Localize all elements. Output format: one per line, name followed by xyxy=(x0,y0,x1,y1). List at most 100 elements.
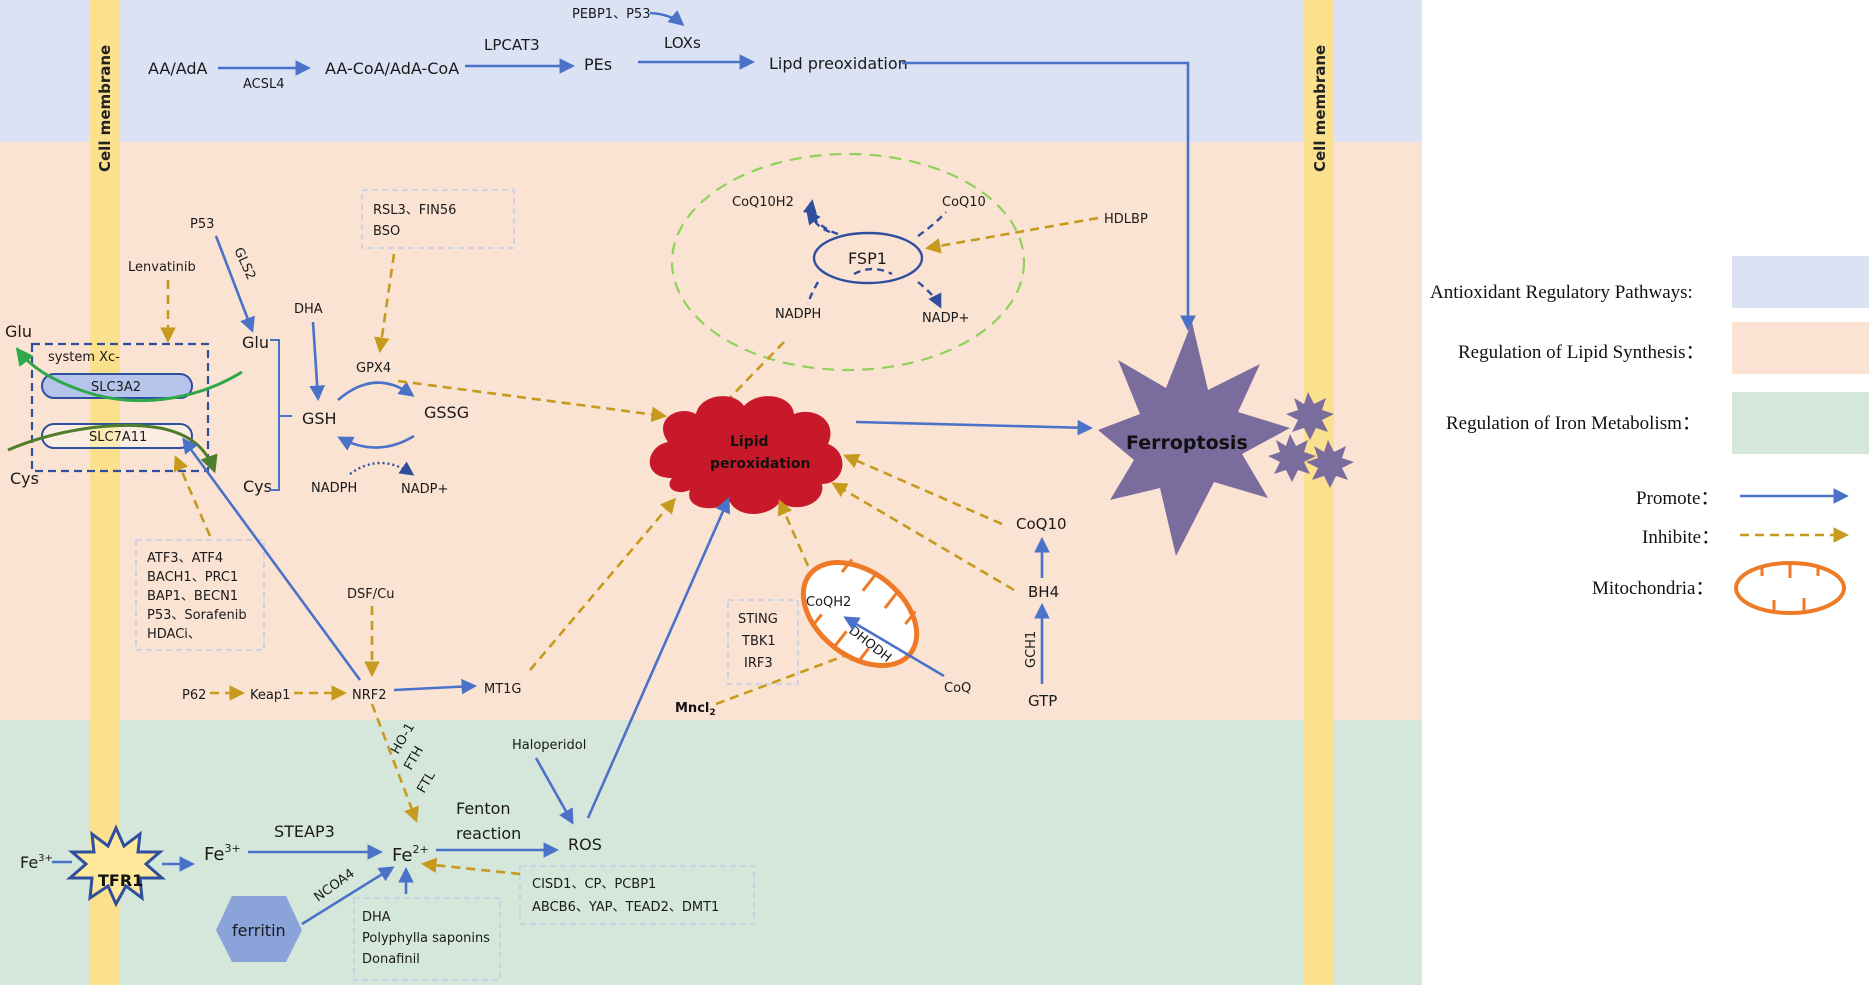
mncl-label: Mncl2 xyxy=(675,701,716,718)
legend-inhibit-label: Inhibite： xyxy=(1642,527,1720,548)
fe2-inhibitor-2: ABCB6、YAP、TEAD2、DMT1 xyxy=(532,900,719,915)
fsp1-nadph-label: NADPH xyxy=(775,307,821,322)
hdlbp-label: HDLBP xyxy=(1104,212,1148,227)
legend-lipid-swatch xyxy=(1732,322,1869,374)
glu-out-label: Glu xyxy=(5,322,32,341)
fe3-in-superscript: 3+ xyxy=(224,842,240,855)
gtp-label: GTP xyxy=(1028,692,1057,710)
slc7a11-label: SLC7A11 xyxy=(89,430,147,445)
fe2-text: Fe xyxy=(392,845,412,866)
gsh-nadph-label: NADPH xyxy=(311,481,357,496)
antioxidant-band xyxy=(0,0,1422,142)
ferritin-inhibitor-2: Polyphylla saponins xyxy=(362,931,490,946)
membrane-right-label: Cell membrane xyxy=(1311,45,1329,172)
nadph-nadp-arc xyxy=(349,461,415,476)
fenton-line-2: reaction xyxy=(456,824,521,843)
glu-in-label: Glu xyxy=(242,333,269,352)
slc3a2-label: SLC3A2 xyxy=(91,380,141,395)
mitochondria xyxy=(800,558,920,668)
lenvatinib-label: Lenvatinib xyxy=(128,260,196,275)
tfr1-star xyxy=(66,824,166,908)
tfr1-label: TFR1 xyxy=(98,871,143,890)
ferritin-inhibitors-box xyxy=(353,897,501,981)
legend-iron-swatch xyxy=(1732,392,1869,454)
gpx4-inhibitor-1: RSL3、FIN56 xyxy=(373,203,456,218)
fe2-superscript: 2+ xyxy=(412,843,428,856)
gpx4-inhibitors-box xyxy=(361,189,515,249)
lipid-preoxidation-label: Lipd preoxidation xyxy=(769,54,908,73)
gpx4-inhibitor-2: BSO xyxy=(373,224,400,239)
cys-influx-curve xyxy=(7,423,218,474)
legend-mito-label: Mitochondria： xyxy=(1592,578,1714,599)
legend-promote-label: Promote： xyxy=(1636,488,1719,509)
bh4-coq10-label: CoQ10 xyxy=(1016,515,1067,533)
coqh2-label: CoQH2 xyxy=(806,595,851,610)
fsp1-nadp-label: NADP+ xyxy=(922,311,969,326)
ferroptosis-star xyxy=(1098,322,1354,556)
fe3-out-superscript: 3+ xyxy=(38,853,53,864)
lipid-cloud-line-1: Lipid xyxy=(730,434,769,450)
regulator-4: P53、Sorafenib xyxy=(147,608,247,623)
cys-in-label: Cys xyxy=(243,477,272,496)
gpx4-label: GPX4 xyxy=(356,361,391,376)
system-xc-title: system Xc- xyxy=(48,350,120,365)
p53-label: P53 xyxy=(190,217,214,232)
ferroptosis-label: Ferroptosis xyxy=(1126,432,1248,454)
fe2-label: Fe2+ xyxy=(392,843,429,866)
fsp1-coq10-label: CoQ10 xyxy=(942,195,986,210)
coq-label: CoQ xyxy=(944,681,971,696)
haloperidol-label: Haloperidol xyxy=(512,738,586,753)
mncl-subscript: 2 xyxy=(709,708,715,718)
legend-antioxidant-swatch xyxy=(1732,256,1869,308)
dha-label: DHA xyxy=(294,302,323,317)
fenton-line-1: Fenton xyxy=(456,799,511,818)
ferritin-hexagon xyxy=(216,896,302,962)
regulator-2: BACH1、PRC1 xyxy=(147,570,238,585)
fe3-out-text: Fe xyxy=(20,853,38,872)
fe2-inhibitor-1: CISD1、CP、PCBP1 xyxy=(532,877,656,892)
coq10h2-label: CoQ10H2 xyxy=(732,195,794,210)
slc7a11-regulators-box xyxy=(135,539,265,651)
aa-label: AA/AdA xyxy=(148,59,208,78)
cell-membrane-right xyxy=(1304,0,1334,985)
ferritin-label: ferritin xyxy=(232,921,286,940)
system-xc-box xyxy=(30,342,210,473)
mncl-text: Mncl xyxy=(675,701,709,716)
ferritin-inhibitor-3: Donafinil xyxy=(362,952,420,967)
regulator-3: BAP1、BECN1 xyxy=(147,589,238,604)
sting-label-2: TBK1 xyxy=(741,634,776,649)
nrf2-label: NRF2 xyxy=(352,688,387,703)
fsp1-label: FSP1 xyxy=(848,249,887,268)
fe3-in-text: Fe xyxy=(204,844,224,865)
fsp1-region xyxy=(670,152,1026,372)
regulator-1: ATF3、ATF4 xyxy=(147,551,223,566)
gsh-nadp-label: NADP+ xyxy=(401,482,448,497)
membrane-left-label: Cell membrane xyxy=(96,45,114,172)
sting-box xyxy=(727,599,799,685)
mt1g-label: MT1G xyxy=(484,682,522,697)
sting-label-3: IRF3 xyxy=(744,656,773,671)
cell-membrane-left xyxy=(90,0,120,985)
fsp1-enzyme xyxy=(812,231,924,285)
cys-out-label: Cys xyxy=(10,469,39,488)
legend-mitochondria-icon xyxy=(1734,561,1846,615)
ferritin-inhibitor-1: DHA xyxy=(362,910,391,925)
gssg-label: GSSG xyxy=(424,403,469,422)
keap1-label: Keap1 xyxy=(250,688,290,703)
bh4-label: BH4 xyxy=(1028,583,1059,601)
gsh-label: GSH xyxy=(302,409,337,428)
pes-label: PEs xyxy=(584,55,612,74)
legend-lipid-label: Regulation of Lipid Synthesis： xyxy=(1458,342,1704,363)
legend-antioxidant-label: Antioxidant Regulatory Pathways: xyxy=(1430,282,1693,303)
sting-label-1: STING xyxy=(738,612,778,627)
steap3-label: STEAP3 xyxy=(274,822,335,841)
aacoa-label: AA-CoA/AdA-CoA xyxy=(325,59,459,78)
dsf-label: DSF/Cu xyxy=(347,587,394,602)
regulator-5: HDACi、 xyxy=(147,627,201,642)
fe3-out-label: Fe3+ xyxy=(20,853,53,872)
p62-label: P62 xyxy=(182,688,206,703)
loxs-label: LOXs xyxy=(664,34,701,52)
fe3-in-label: Fe3+ xyxy=(204,842,241,865)
ros-label: ROS xyxy=(568,835,602,854)
